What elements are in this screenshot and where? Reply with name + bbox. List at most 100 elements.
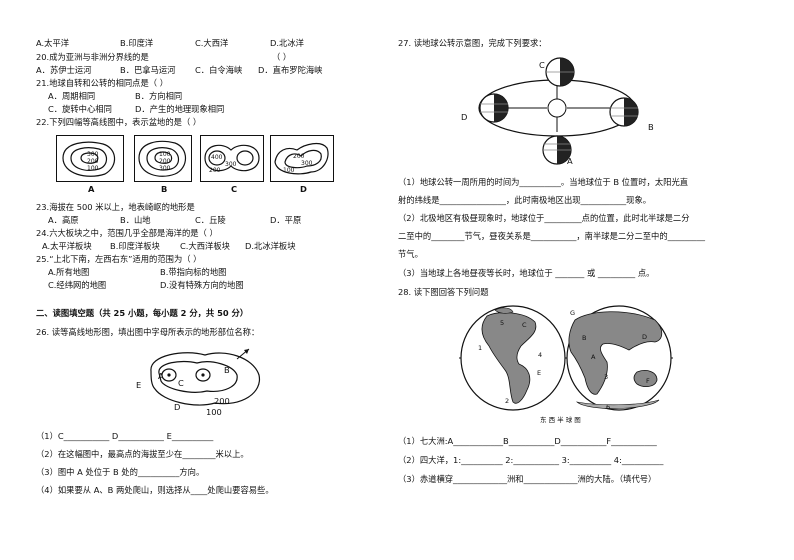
q26-label-d: D [174,402,181,412]
contour-map-d-letter: D [300,184,307,194]
q26-answer-1: （1）C___________ D___________ E__________ [36,431,214,441]
q25-option-b: B.带指向标的地图 [160,267,227,277]
continent-label-b: B [582,334,587,342]
q24-option-c: C.大西洋板块 [180,241,230,251]
contour-lines-c [204,144,260,172]
q24-option-a: A.太平洋板块 [42,241,92,251]
q28-answer-3: （3）赤道横穿_____________洲和_____________洲的大陆。… [398,474,657,484]
q26-label-200: 200 [214,396,230,406]
q23-option-c: C．丘陵 [195,215,226,225]
q20-option-b: B．巴拿马运河 [120,65,176,75]
q21-option-c: C．旋转中心相同 [48,104,112,114]
q28-answer-2: （2）四大洋，1:__________ 2:___________ 3:____… [398,455,664,465]
continent-label-g: G [570,309,576,317]
q28-answer-1: （1）七大洲:A____________B___________D_______… [398,436,657,446]
q26-label-b: B [224,365,230,375]
section-2-heading: 二、读图填空题（共 25 小题，每小题 2 分，共 50 分） [36,308,249,318]
hemispheres-map [459,305,673,411]
q19-option-d: D.北冰洋 [270,38,304,48]
contour-lines-d [274,142,329,175]
q26-answer-3: （3）图中 A 处位于 B 处的__________方向。 [36,467,205,477]
q27-answer-2: （2）北极地区有极昼现象时，地球位于_________点的位置，此时北半球是二分 [398,213,690,223]
q27-answer-2b: 二至中的________节气，昼夜关系是___________，南半球是二分二至… [398,231,705,241]
ocean-label-5: 5 [500,319,505,327]
ocean-label-2: 2 [505,397,510,405]
contour-lines-b [138,140,187,177]
contour-label: 100 [87,165,99,172]
contour-label: 400 [211,154,223,161]
q25-option-c: C.经纬网的地图 [48,280,107,290]
contour-lines-a [62,141,116,177]
q19-option-a: A.太平洋 [36,38,70,48]
q27-answer-3: （3）当地球上各地昼夜等长时，地球位于 _______ 或 _________ … [398,268,655,278]
q28-stem: 28. 读下图回答下列问题 [398,287,489,297]
q27-answer-2c: 节气。 [398,249,423,259]
contour-label: 200 [293,153,305,160]
q20-option-a: A．苏伊士运河 [36,65,92,75]
orbit-label-c: C [539,60,545,70]
q26-label-100: 100 [206,407,222,417]
q22-stem: 22.下列四幅等高线图中，表示盆地的是（ ） [36,117,202,127]
q26-label-c: C [178,378,184,388]
contour-label: 200 [159,158,171,165]
q20-answer-blank: （ ） [272,52,292,62]
q27-answer-1b: 射的纬线是________________，此时南极地区出现__________… [398,195,652,205]
ocean-label-3: 3 [604,373,609,381]
q26-answer-4: （4）如果要从 A、B 两处爬山，则选择从____处爬山要容易些。 [36,485,274,495]
q25-stem: 25.“上北下南，左西右东”适用的范围为（ ） [36,254,202,264]
q25-option-a: A.所有地图 [48,267,90,277]
q23-option-b: B．山地 [120,215,151,225]
orbit-label-d: D [461,112,468,122]
contour-label: 300 [225,161,237,168]
orbit-label-b: B [648,122,654,132]
q20-stem: 20.成为亚洲与非洲分界线的是 [36,52,149,62]
q24-option-d: D.北冰洋板块 [245,241,296,251]
continent-label-d: D [642,333,648,341]
contour-map-a-letter: A [88,184,95,194]
contour-label: 200 [209,167,221,174]
ocean-label-4: 4 [538,351,543,359]
q19-option-b: B.印度洋 [120,38,154,48]
q21-stem: 21.地球自转和公转的相同点是（ ） [36,78,168,88]
contour-map-d: 200 300 100 [270,135,334,182]
q20-option-c: C．白令海峡 [195,65,243,75]
contour-map-c-letter: C [231,184,238,194]
q21-option-a: A．周期相同 [48,91,96,101]
q21-option-d: D．产生的地理现象相同 [135,104,225,114]
q26-label-a: A [158,371,164,381]
ocean-label-6: 6 [606,403,611,411]
contour-map-a: 300 200 100 [56,135,124,182]
q23-option-d: D．平原 [270,215,302,225]
continent-label-e: E [537,369,542,377]
continent-label-c: C [522,321,527,329]
contour-label: 300 [87,151,99,158]
contour-label: 200 [87,158,99,165]
contour-label: 300 [159,165,171,172]
q24-option-b: B.印度洋板块 [110,241,160,251]
ocean-label-1: 1 [478,344,483,352]
q23-option-a: A．高原 [48,215,79,225]
contour-label: 100 [159,151,171,158]
contour-label: 100 [283,167,295,174]
q26-answer-2: （2）在这幅图中，最高点的海拔至少在________米以上。 [36,449,249,459]
q27-answer-1: （1）地球公转一周所用的时间为__________。当地球位于 B 位置时，太阳… [398,177,689,187]
hemispheres-map-caption: 东 西 半 球 图 [540,416,581,424]
q23-stem: 23.海拔在 500 米以上，地表崎岖的地形是 [36,202,195,212]
contour-map-b-letter: B [161,184,168,194]
orbit-label-a: A [567,156,573,166]
q26-label-e: E [136,380,142,390]
q19-option-c: C.大西洋 [195,38,229,48]
q24-stem: 24.六大板块之中，范围几乎全部是海洋的是（ ） [36,228,218,238]
orbit-diagram [478,57,639,165]
q21-option-b: B．方向相同 [135,91,183,101]
q25-option-d: D.没有特殊方向的地图 [160,280,244,290]
continent-label-a: A [591,353,596,361]
q26-contour-map [150,348,260,406]
contour-label: 300 [301,160,313,167]
q26-stem: 26. 读等高线地形图，填出图中字母所表示的地形部位名称： [36,327,260,337]
continent-label-f: F [646,377,650,385]
q20-option-d: D．直布罗陀海峡 [258,65,323,75]
q27-stem: 27. 读地球公转示意图，完成下列要求： [398,38,547,48]
contour-map-c: 400 300 200 [200,135,264,182]
contour-map-b: 100 200 300 [134,135,192,182]
